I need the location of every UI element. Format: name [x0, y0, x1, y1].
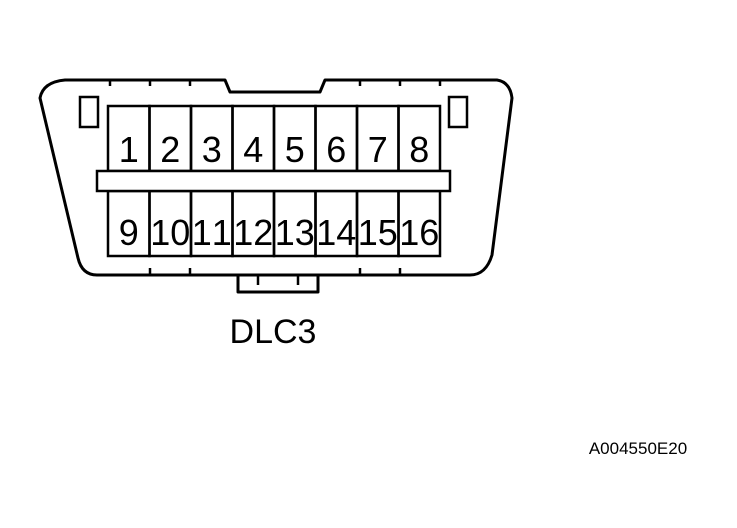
- figure-code: A004550E20: [589, 439, 687, 458]
- pin-label-6: 6: [326, 129, 346, 170]
- pin-label-12: 12: [233, 212, 273, 253]
- housing-bottom-key: [236, 275, 320, 294]
- pin-label-1: 1: [119, 129, 139, 170]
- pin-label-15: 15: [358, 212, 398, 253]
- pin-label-2: 2: [160, 129, 180, 170]
- connector-housing: [38, 78, 514, 277]
- pin-label-11: 11: [192, 212, 232, 253]
- pin-label-3: 3: [202, 129, 222, 170]
- pin-label-10: 10: [150, 212, 190, 253]
- pin-label-8: 8: [409, 129, 429, 170]
- left-latch-slot: [78, 95, 100, 129]
- top-row-cells: [106, 104, 442, 173]
- pin-label-4: 4: [243, 129, 263, 170]
- right-latch-slot: [447, 95, 469, 129]
- pin-label-7: 7: [368, 129, 388, 170]
- pin-label-5: 5: [285, 129, 305, 170]
- connector-caption: DLC3: [230, 313, 317, 351]
- pin-label-9: 9: [119, 212, 139, 253]
- housing-top-ticks: [108, 80, 442, 86]
- pin-label-14: 14: [316, 212, 356, 253]
- center-separator-bar: [95, 169, 452, 193]
- housing-bottom-ticks: [148, 268, 402, 285]
- pin-label-16: 16: [399, 212, 439, 253]
- pin-label-13: 13: [275, 212, 315, 253]
